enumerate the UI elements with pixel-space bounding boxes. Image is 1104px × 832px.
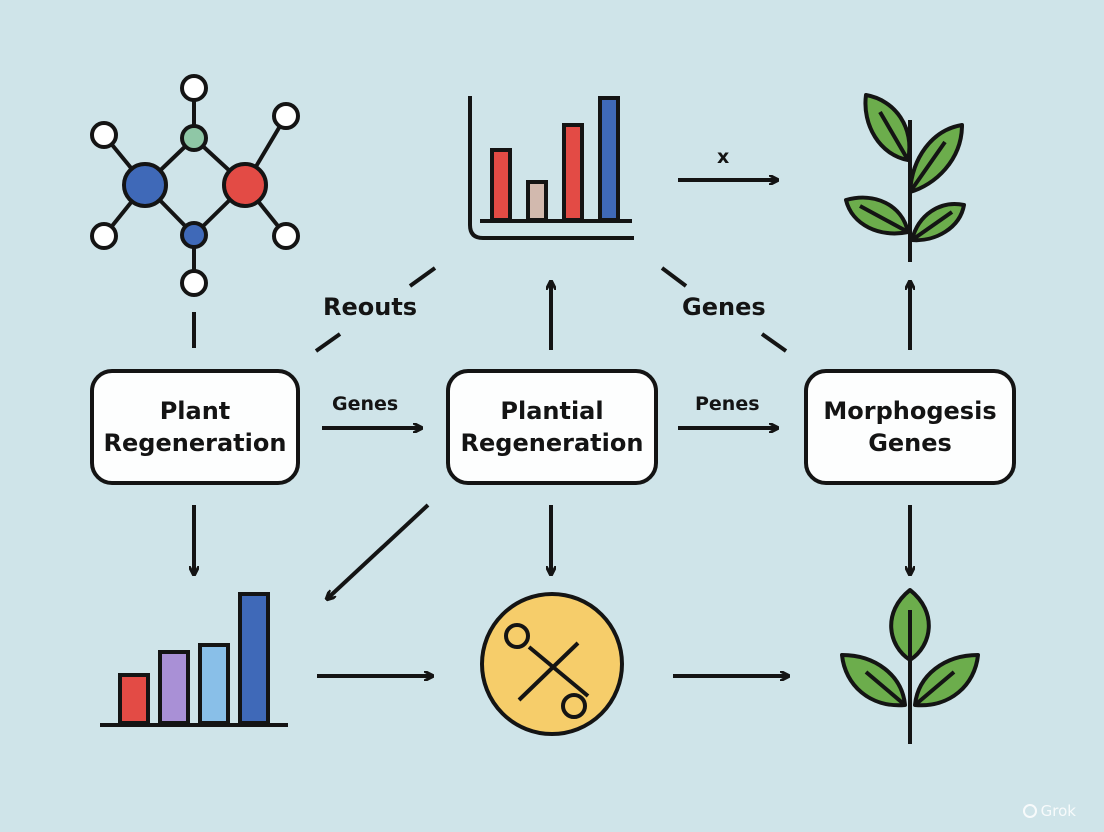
connector-genes-upper — [660, 266, 688, 288]
connectors — [194, 180, 910, 676]
bar-chart-icon-bottom — [100, 592, 288, 727]
edge-label-genes-arrow: Genes — [332, 393, 399, 415]
node-plantial-regeneration-line2: Regeneration — [460, 429, 644, 457]
edge-label-reouts: Reouts — [323, 293, 418, 321]
plant-sprout-icon-top — [844, 93, 966, 262]
connector-reouts-lower — [314, 332, 342, 353]
scissors-icon — [480, 592, 624, 736]
bar-chart-icon-top — [468, 96, 634, 240]
edge-label-penes-arrow: Penes — [695, 393, 760, 415]
connector-reouts-upper — [408, 266, 437, 288]
plant-seedling-icon-bottom — [840, 588, 980, 744]
node-plant-regeneration-line2: Regeneration — [103, 429, 287, 457]
node-morphogesis-genes-line2: Genes — [868, 429, 952, 457]
watermark-logo-icon — [1022, 804, 1037, 818]
node-plantial-regeneration: Plantial Regeneration — [446, 369, 658, 485]
watermark-text: Grok — [1040, 802, 1076, 820]
node-morphogesis-genes-line1: Morphogesis — [823, 397, 997, 425]
node-plant-regeneration: Plant Regeneration — [90, 369, 300, 485]
connector-genes-lower — [760, 332, 788, 353]
molecule-icon — [90, 74, 300, 297]
node-plant-regeneration-line1: Plant — [159, 397, 231, 425]
arrow-plantial-to-bottom-chart — [328, 503, 430, 598]
node-plantial-regeneration-line1: Plantial — [500, 397, 604, 425]
watermark: Grok — [1022, 802, 1076, 820]
edge-label-x: x — [717, 146, 730, 168]
node-morphogesis-genes: Morphogesis Genes — [804, 369, 1016, 485]
edge-label-genes-upper: Genes — [682, 293, 766, 321]
